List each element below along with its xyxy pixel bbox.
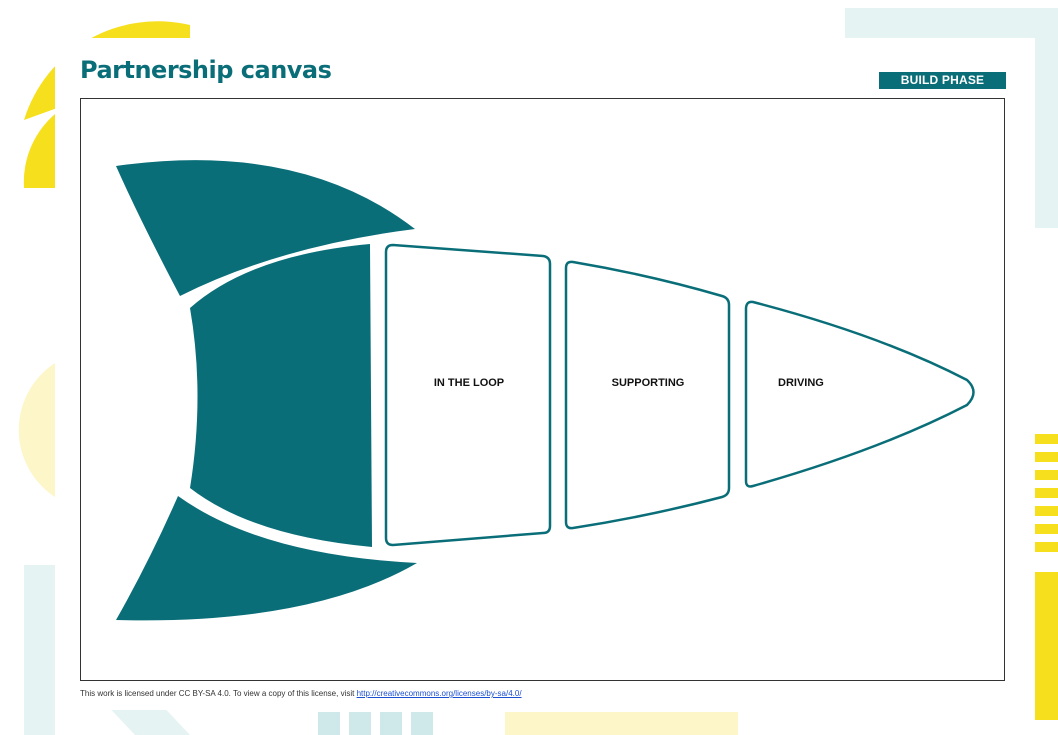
light-teal-bar-2: [349, 712, 371, 735]
yellow-arc-mid: [23, 110, 61, 188]
rocket-fin-bottom: [116, 496, 417, 621]
yellow-stripe-5: [1035, 506, 1058, 516]
segment-label-driving: DRIVING: [778, 377, 824, 389]
yellow-stripe-7: [1035, 542, 1058, 552]
light-teal-strip-right: [1035, 38, 1058, 228]
license-link[interactable]: http://creativecommons.org/licenses/by-s…: [356, 689, 522, 698]
phase-badge: BUILD PHASE: [879, 72, 1006, 89]
yellow-block-right: [1035, 572, 1058, 720]
light-teal-bar-4: [411, 712, 433, 735]
light-yellow-half-circle: [18, 360, 60, 500]
segment-label-supporting: SUPPORTING: [612, 377, 685, 389]
rocket-segment-supporting[interactable]: [564, 260, 731, 530]
yellow-stripe-6: [1035, 524, 1058, 534]
rocket-fin-top: [116, 160, 415, 296]
light-teal-bar-1: [318, 712, 340, 735]
license-text: This work is licensed under CC BY-SA 4.0…: [80, 689, 357, 698]
yellow-stripe-1: [1035, 434, 1058, 444]
license-notice: This work is licensed under CC BY-SA 4.0…: [80, 689, 522, 698]
yellow-stripe-3: [1035, 470, 1058, 480]
rocket-tail-section: [190, 244, 372, 547]
light-yellow-block-bottom: [505, 712, 738, 735]
page-title: Partnership canvas: [80, 56, 332, 84]
canvas-frame: [80, 98, 1005, 681]
segment-label-in-the-loop: IN THE LOOP: [434, 377, 504, 389]
rocket-segment-in-the-loop[interactable]: [384, 243, 552, 547]
yellow-stripe-2: [1035, 452, 1058, 462]
rocket-segment-driving[interactable]: [744, 300, 975, 488]
light-teal-block-top-right: [845, 8, 1058, 38]
light-teal-strip-left: [24, 565, 55, 735]
yellow-stripe-4: [1035, 488, 1058, 498]
light-teal-bar-3: [380, 712, 402, 735]
